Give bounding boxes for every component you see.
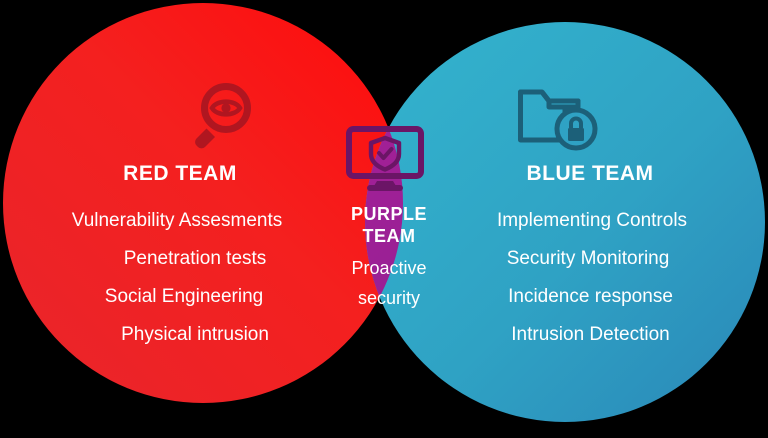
magnifier-eye-icon	[195, 83, 251, 149]
folder-lock-icon	[518, 89, 598, 151]
red-team-circle[interactable]	[3, 3, 403, 403]
monitor-shield-check-icon	[346, 126, 424, 191]
blue-team-circle[interactable]	[365, 22, 765, 422]
